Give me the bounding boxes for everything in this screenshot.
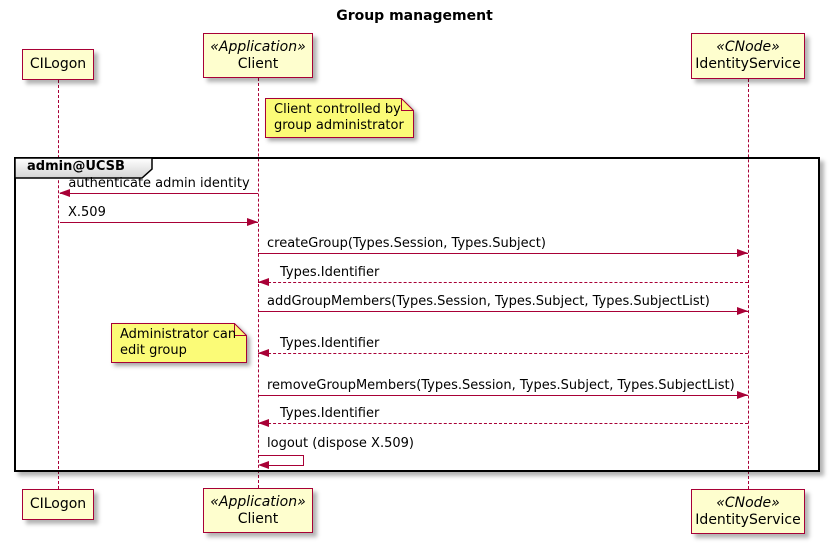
self-message-bottom-line [262,465,304,466]
arrowhead-left-icon [258,419,269,427]
participant-name: IdentityService [695,511,801,528]
participant-stereotype: «Application» [210,38,306,55]
message-label: X.509 [68,205,106,220]
participant-name: Client [237,510,279,527]
message-line [60,222,258,223]
message-label: removeGroupMembers(Types.Session, Types.… [267,378,735,393]
arrowhead-left-icon [258,349,269,357]
arrowhead-right-icon [247,218,258,226]
diagram-title: Group management [336,8,493,24]
frame-admin-ucsb [14,157,820,472]
lifeline-cilogon [58,80,59,489]
note-text: Administrator can edit group [120,327,237,358]
message-line [258,311,748,312]
message-label: addGroupMembers(Types.Session, Types.Sub… [267,294,710,309]
note-admin-edit: Administrator can edit group [111,323,247,363]
participant-name: Client [237,55,279,72]
arrowhead-right-icon [737,391,748,399]
note-text: Client controlled by group administrator [274,102,404,133]
message-label: Types.Identifier [280,336,380,351]
message-line [258,423,748,424]
arrowhead-left-icon [59,189,70,197]
message-line [258,353,748,354]
message-label: Types.Identifier [280,406,380,421]
self-message-side-line [303,455,304,466]
note-shape [111,323,247,363]
self-message-top-line [258,455,304,456]
participant-name: CILogon [29,496,87,512]
message-line [258,282,748,283]
participant-cilogon-top: CILogon [22,49,94,80]
note-shape [265,98,414,138]
note-fold-icon [234,323,247,336]
note-fold-icon [401,98,414,111]
participant-cilogon-bottom: CILogon [22,489,94,520]
participant-client-top: «Application» Client [203,33,313,78]
lifeline-identityservice [748,79,749,489]
participant-stereotype: «CNode» [716,494,780,511]
message-label: Types.Identifier [280,265,380,280]
participant-identityservice-top: «CNode» IdentityService [691,33,805,79]
message-label: logout (dispose X.509) [267,436,414,451]
message-line [258,395,748,396]
participant-name: CILogon [29,56,87,72]
note-client-controlled: Client controlled by group administrator [265,98,414,138]
message-label: authenticate admin identity [68,176,250,191]
frame-label: admin@UCSB [27,159,125,174]
participant-stereotype: «CNode» [716,39,780,55]
arrowhead-left-icon [258,278,269,286]
frame-label-shape [14,157,153,179]
message-line [258,253,748,254]
participant-client-bottom: «Application» Client [203,488,313,533]
arrowhead-right-icon [737,307,748,315]
message-label: createGroup(Types.Session, Types.Subject… [267,236,546,251]
message-line [60,193,258,194]
arrowhead-left-icon [258,461,269,469]
arrowhead-right-icon [737,249,748,257]
participant-stereotype: «Application» [210,493,306,510]
participant-identityservice-bottom: «CNode» IdentityService [691,489,805,534]
participant-name: IdentityService [695,56,801,72]
